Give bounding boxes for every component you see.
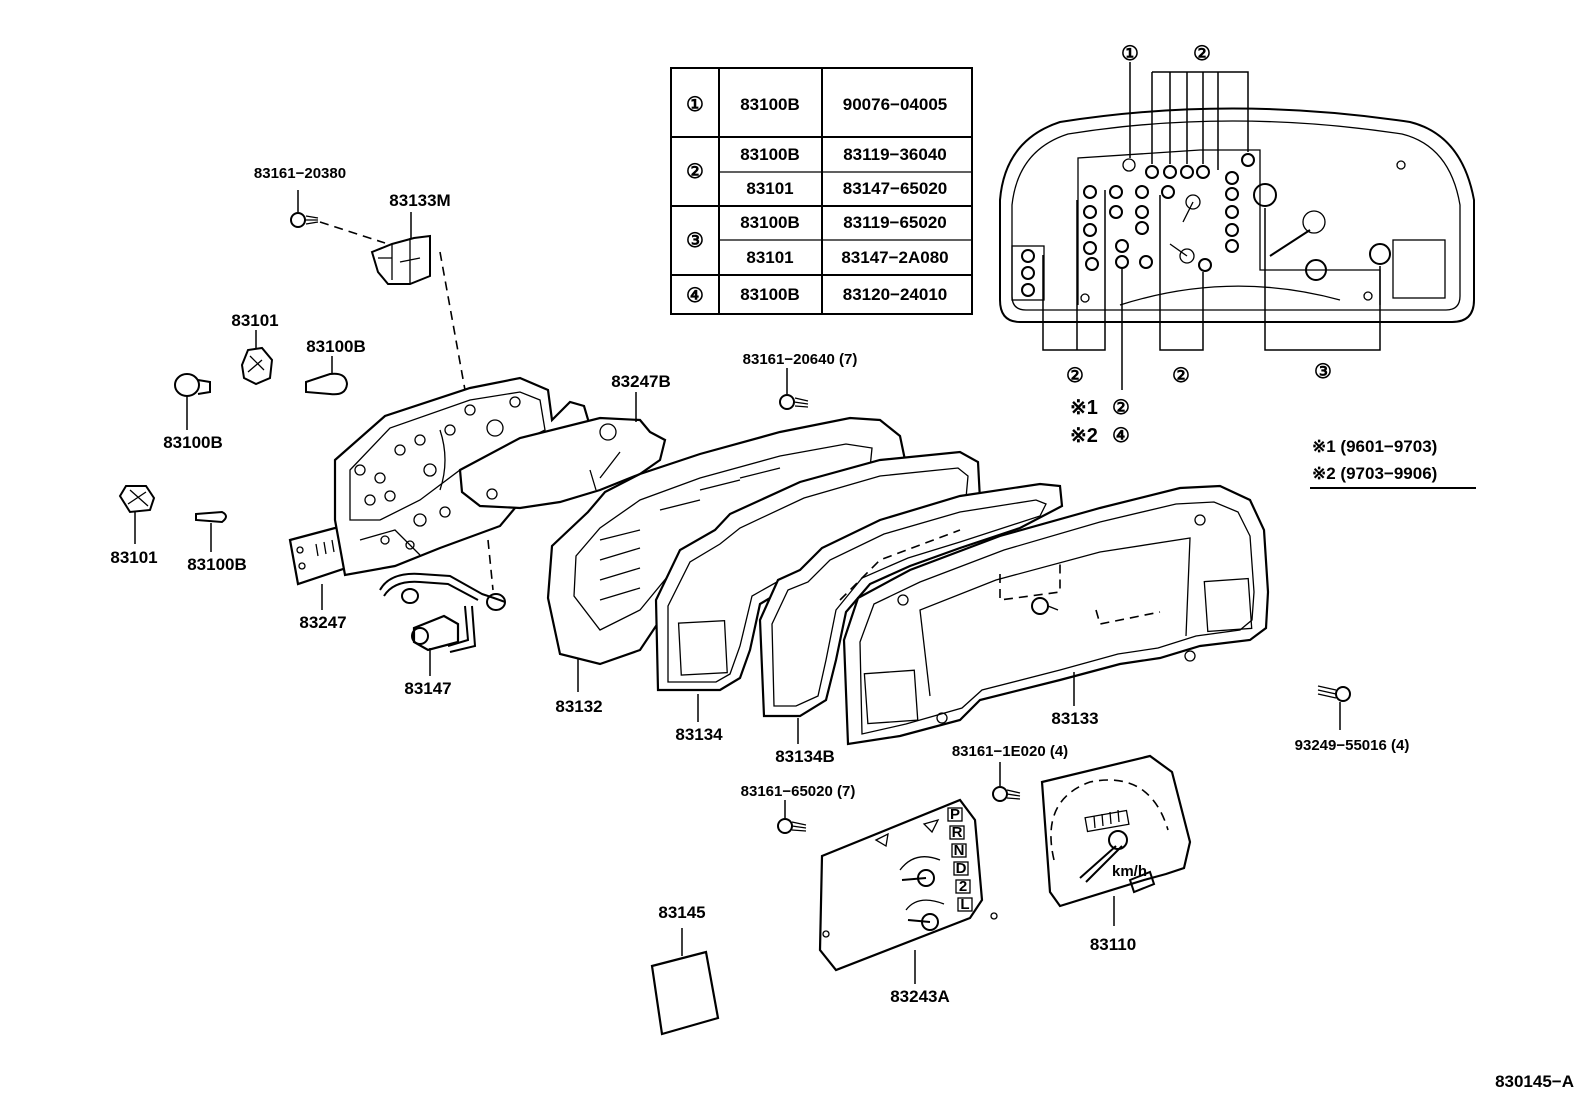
odometer-display bbox=[1084, 809, 1130, 833]
gear-l: L bbox=[960, 896, 969, 913]
gear-d: D bbox=[956, 860, 967, 877]
table-row1-col1: 83100B bbox=[740, 95, 800, 114]
screw-83161-1E020 bbox=[992, 762, 1021, 802]
table-row2-col2: 83119−36040 bbox=[843, 145, 947, 164]
label-83101-lower: 83101 bbox=[110, 548, 157, 567]
table-row3-col2: 83147−65020 bbox=[843, 179, 947, 198]
table-ref-3: ③ bbox=[686, 230, 704, 252]
table-row6-col2: 83120−24010 bbox=[843, 285, 947, 304]
table-row5-col1: 83101 bbox=[746, 248, 793, 267]
dial-83243A: P R N D 2 L bbox=[818, 798, 998, 984]
label-83110: 83110 bbox=[1090, 935, 1136, 954]
callout-3: ③ bbox=[1314, 361, 1332, 383]
socket-83100B-left bbox=[174, 373, 211, 430]
legend-item-2: ※2 (9703−9906) bbox=[1312, 464, 1437, 483]
label-83101-upper: 83101 bbox=[231, 311, 278, 330]
screw-83161-20640 bbox=[779, 368, 809, 410]
label-83133M: 83133M bbox=[389, 191, 450, 210]
note-1-mark: ※1 bbox=[1070, 397, 1098, 419]
table-ref-4: ④ bbox=[686, 285, 704, 307]
gear-r: R bbox=[952, 824, 963, 841]
label-83134B: 83134B bbox=[775, 747, 835, 766]
label-83100B-upper: 83100B bbox=[306, 337, 366, 356]
label-83161-20640: 83161−20640 (7) bbox=[743, 351, 858, 368]
label-83147: 83147 bbox=[404, 679, 451, 698]
label-83247B: 83247B bbox=[611, 372, 671, 391]
parts-table: ① 83100B 90076−04005 ② 83100B 83119−3604… bbox=[670, 67, 973, 315]
table-ref-2: ② bbox=[686, 161, 704, 183]
screw-83161-20380 bbox=[290, 190, 386, 244]
socket-group bbox=[1021, 153, 1391, 297]
speedo-unit: km/h bbox=[1112, 863, 1147, 880]
bulb-83100B-upper bbox=[305, 356, 349, 396]
note-1-ref: ② bbox=[1112, 397, 1130, 419]
table-row4-col2: 83119−65020 bbox=[843, 213, 947, 232]
cluster-rear-view: ① ② ② ② ③ ※1 ② ※2 ④ bbox=[999, 43, 1475, 447]
table-ref-1: ① bbox=[686, 94, 704, 116]
label-83161-20380: 83161−20380 bbox=[254, 165, 346, 182]
label-83132: 83132 bbox=[555, 697, 602, 716]
plate-83134B bbox=[758, 482, 1064, 744]
gear-n: N bbox=[954, 842, 965, 859]
drawing-number: 830145−A bbox=[1495, 1072, 1574, 1091]
socket-83101-upper bbox=[240, 330, 274, 386]
label-plate-83145 bbox=[650, 928, 720, 1036]
label-93249-55016: 93249−55016 (4) bbox=[1295, 737, 1410, 754]
table-row6-col1: 83100B bbox=[740, 285, 800, 304]
callout-2-top: ② bbox=[1193, 43, 1211, 65]
note-2-mark: ※2 bbox=[1070, 425, 1098, 447]
label-83133: 83133 bbox=[1051, 709, 1098, 728]
table-row2-col1: 83100B bbox=[740, 145, 800, 164]
plate-83247B bbox=[458, 392, 667, 510]
screw-83161-65020 bbox=[777, 800, 807, 834]
callout-1-top: ① bbox=[1121, 43, 1139, 65]
table-row4-col1: 83100B bbox=[740, 213, 800, 232]
label-83161-65020: 83161−65020 (7) bbox=[741, 783, 856, 800]
label-83100B-lower: 83100B bbox=[187, 555, 247, 574]
wiring-harness-83147 bbox=[379, 539, 506, 676]
label-83100B-left: 83100B bbox=[163, 433, 223, 452]
legend-item-1: ※1 (9601−9703) bbox=[1312, 437, 1437, 456]
gear-2: 2 bbox=[959, 878, 967, 895]
table-row5-col2: 83147−2A080 bbox=[841, 248, 948, 267]
gear-indicator-list: P R N D 2 L bbox=[947, 806, 973, 913]
bulb-83100B-lower bbox=[195, 510, 227, 552]
gear-p: P bbox=[950, 806, 960, 823]
label-83161-1E020: 83161−1E020 (4) bbox=[952, 743, 1068, 760]
label-83145: 83145 bbox=[658, 903, 705, 922]
label-83134: 83134 bbox=[675, 725, 723, 744]
glass-83133 bbox=[842, 484, 1270, 746]
socket-83101-lower bbox=[118, 485, 156, 544]
label-83243A: 83243A bbox=[890, 987, 950, 1006]
callout-2-mid: ② bbox=[1172, 365, 1190, 387]
label-83247: 83247 bbox=[299, 613, 346, 632]
table-row1-col2: 90076−04005 bbox=[843, 95, 947, 114]
legend: ※1 (9601−9703) ※2 (9703−9906) bbox=[1310, 437, 1476, 489]
callout-2-left: ② bbox=[1066, 365, 1084, 387]
screw-93249-55016 bbox=[1317, 685, 1351, 730]
table-row3-col1: 83101 bbox=[746, 179, 793, 198]
note-2-ref: ④ bbox=[1112, 425, 1130, 447]
speedometer-83110: km/h bbox=[1040, 754, 1192, 926]
bracket-83133M bbox=[370, 212, 466, 391]
